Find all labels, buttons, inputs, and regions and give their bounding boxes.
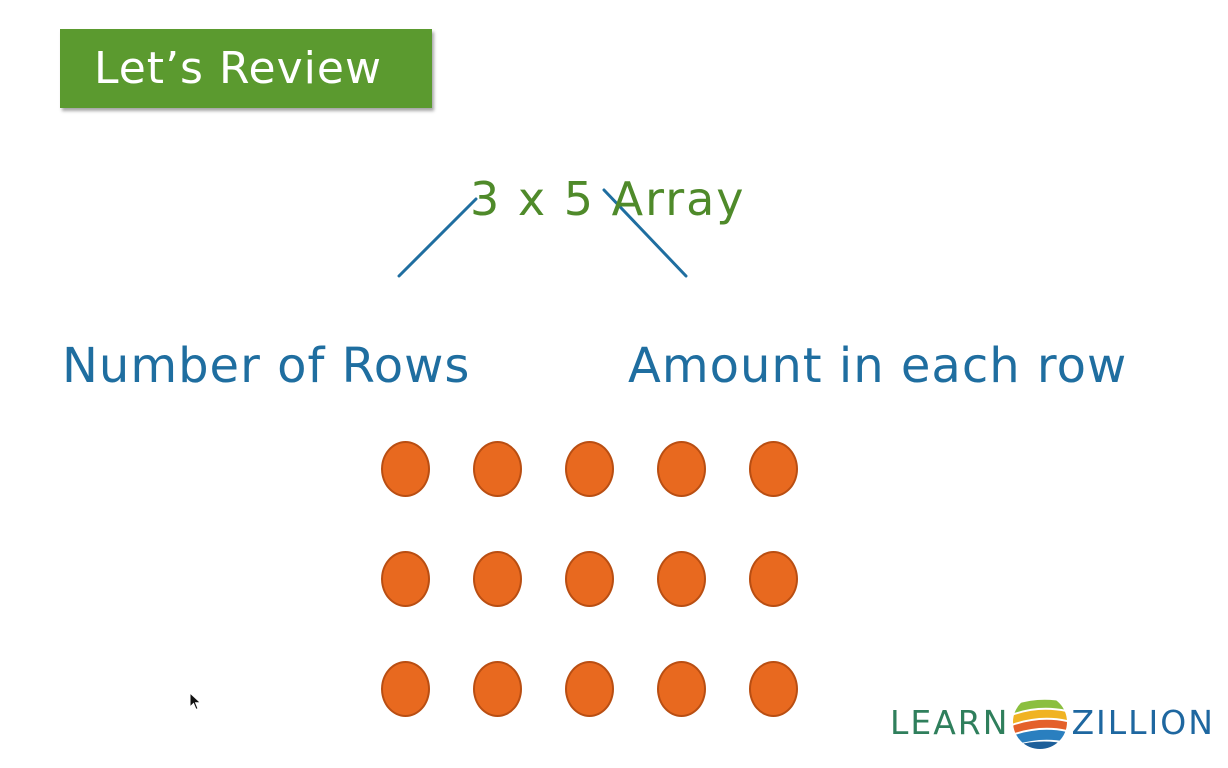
array-dot <box>381 441 430 497</box>
array-title: 3 x 5 Array <box>470 172 746 226</box>
array-dot <box>657 551 706 607</box>
array-dot <box>657 661 706 717</box>
array-dot <box>657 441 706 497</box>
learnzillion-swirl-icon <box>1013 695 1068 749</box>
array-dot <box>381 661 430 717</box>
array-dot <box>565 441 614 497</box>
right-pointer-line <box>602 188 688 278</box>
number-of-rows-label: Number of Rows <box>62 338 471 394</box>
array-dot <box>565 661 614 717</box>
array-dot <box>473 551 522 607</box>
amount-in-each-row-label: Amount in each row <box>628 338 1128 394</box>
logo-zillion-text: ZILLION <box>1071 702 1215 742</box>
left-pointer-line <box>397 197 478 278</box>
array-dot <box>381 551 430 607</box>
logo-learn-text: LEARN <box>890 702 1010 742</box>
array-dot <box>473 441 522 497</box>
banner-title: Let’s Review <box>94 43 382 94</box>
array-dot <box>473 661 522 717</box>
lets-review-banner: Let’s Review <box>60 29 432 108</box>
array-dot <box>749 661 798 717</box>
array-dot <box>749 551 798 607</box>
array-dot <box>749 441 798 497</box>
mouse-pointer-icon <box>189 692 202 711</box>
learnzillion-logo: LEARN ZILLION <box>890 692 1215 752</box>
array-dot <box>565 551 614 607</box>
dot-array <box>381 441 801 723</box>
